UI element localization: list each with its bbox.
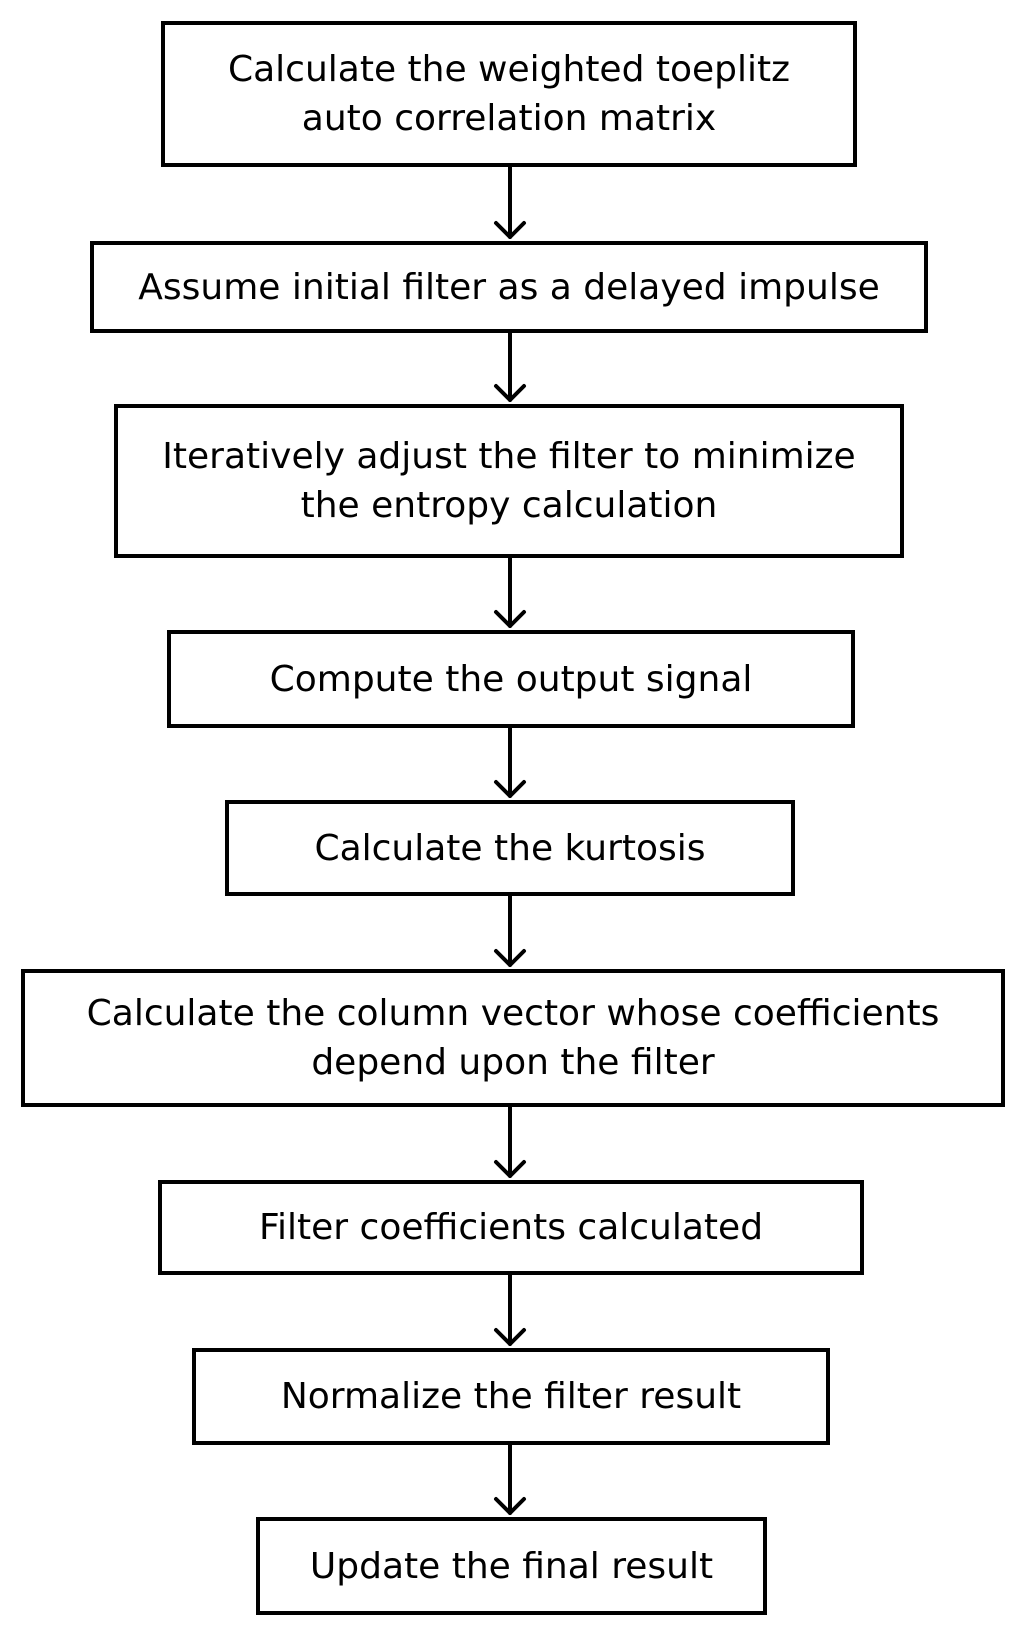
step-box-adjust-filter: Iteratively adjust the filter to minimiz…	[114, 404, 904, 558]
step-box-weighted-toeplitz: Calculate the weighted toeplitz auto cor…	[161, 21, 857, 167]
step-box-update-result: Update the final result	[256, 1517, 767, 1615]
arrow-5-to-6	[494, 894, 526, 967]
step-box-kurtosis: Calculate the kurtosis	[225, 800, 795, 896]
arrow-8-to-9	[494, 1443, 526, 1515]
step-label: Iteratively adjust the filter to minimiz…	[162, 436, 856, 526]
step-label: Update the final result	[309, 1545, 714, 1587]
arrow-3-to-4	[494, 556, 526, 628]
step-box-output-signal: Compute the output signal	[167, 630, 855, 728]
arrow-4-to-5	[494, 726, 526, 798]
step-box-coefficients-calculated: Filter coefficients calculated	[158, 1180, 864, 1275]
arrow-2-to-3	[494, 331, 526, 402]
step-label: Assume initial filter as a delayed impul…	[138, 266, 880, 308]
step-label: Calculate the column vector whose coeffi…	[86, 993, 940, 1083]
arrow-1-to-2	[494, 165, 526, 239]
step-label: Calculate the kurtosis	[314, 827, 706, 869]
step-box-normalize: Normalize the filter result	[192, 1348, 830, 1445]
step-label: Normalize the filter result	[280, 1376, 742, 1417]
step-box-column-vector: Calculate the column vector whose coeffi…	[21, 969, 1005, 1107]
step-label: Compute the output signal	[269, 658, 753, 700]
step-label: Calculate the weighted toeplitz auto cor…	[227, 49, 791, 139]
arrow-6-to-7	[494, 1105, 526, 1178]
step-label: Filter coefficients calculated	[258, 1207, 764, 1248]
step-box-initial-filter: Assume initial filter as a delayed impul…	[90, 241, 928, 333]
arrow-7-to-8	[494, 1273, 526, 1346]
